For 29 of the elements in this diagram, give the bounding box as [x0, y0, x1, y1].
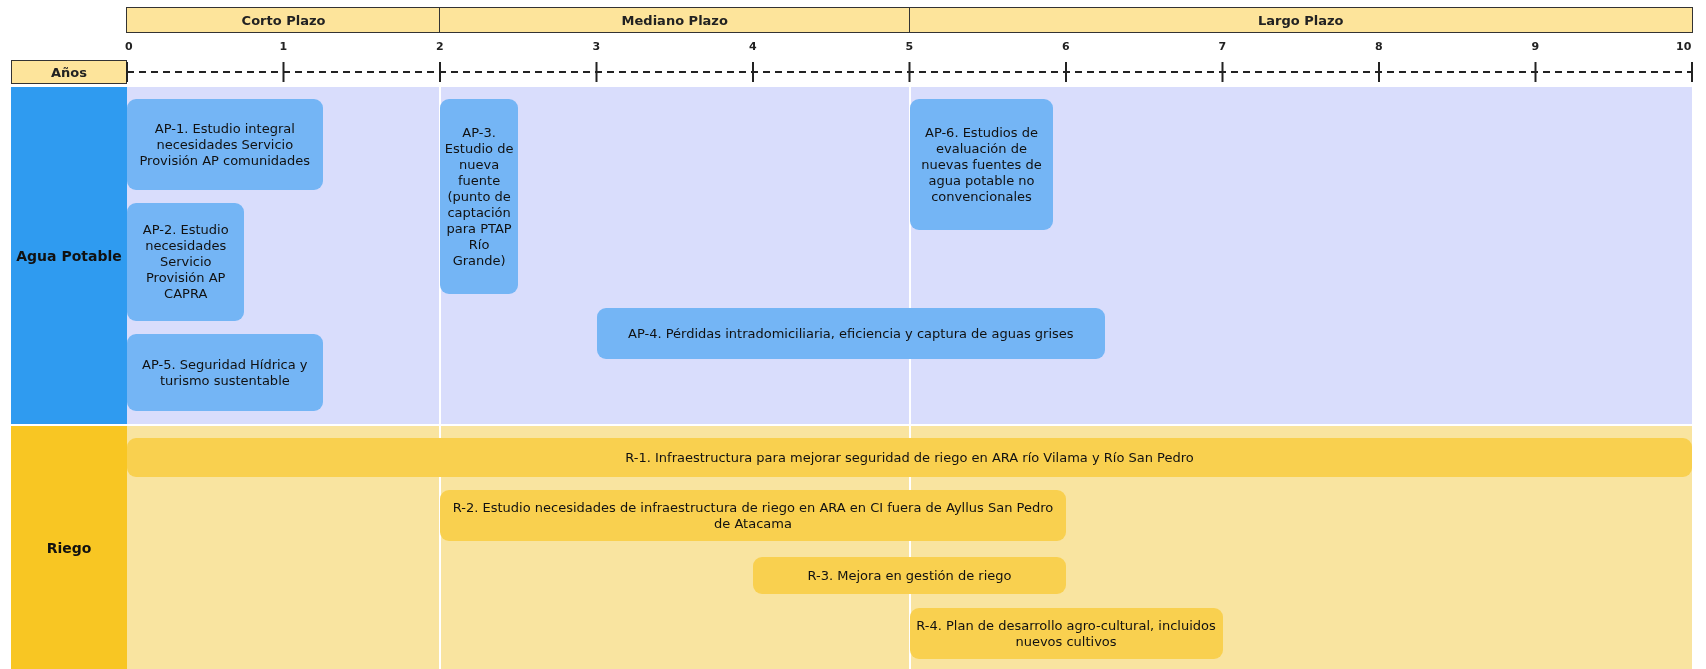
- task-bar: AP-4. Pérdidas intradomiciliaria, eficiencia y captura de aguas grises: [596, 308, 1106, 359]
- tick-label: 6: [1062, 40, 1070, 53]
- tick-label: 0: [125, 40, 133, 53]
- task-bar: AP-5. Seguridad Hídrica y turismo sustentable: [127, 334, 323, 411]
- phase-header: Largo Plazo: [908, 7, 1693, 33]
- lane-header: Riego: [11, 426, 127, 669]
- lane-header: Agua Potable: [11, 87, 127, 424]
- row-header: Años: [11, 60, 127, 84]
- tick-label: 3: [592, 40, 601, 53]
- task-bar: R-1. Infraestructura para mejorar seguridad de riego en ARA río Vilama y Río San Pedro: [127, 438, 1692, 477]
- phase-header: Mediano Plazo: [439, 7, 911, 33]
- tick-label: 8: [1375, 40, 1383, 53]
- task-bar: R-2. Estudio necesidades de infraestructura de riego en ARA en CI fuera de Ayllus San Pedro de Atacama: [440, 490, 1066, 541]
- swimlane-background: [11, 426, 1692, 669]
- tick-label: 2: [436, 40, 444, 53]
- tick-label: 9: [1531, 40, 1540, 53]
- task-bar: AP-2. Estudio necesidades Servicio Provisión AP CAPRA: [127, 203, 245, 321]
- task-bar: AP-1. Estudio integral necesidades Servicio Provisión AP comunidades: [127, 99, 323, 190]
- task-bar: R-3. Mejora en gestión de riego: [753, 557, 1066, 594]
- tick-label: 4: [749, 40, 757, 53]
- tick-label: 5: [905, 40, 914, 53]
- task-bar: R-4. Plan de desarrollo agro-cultural, incluidos nuevos cultivos: [909, 608, 1223, 659]
- swimlane-background: [11, 87, 1692, 424]
- task-bar: AP-6. Estudios de evaluación de nuevas fuentes de agua potable no convencionales: [909, 99, 1054, 230]
- tick-label: 10: [1676, 40, 1692, 53]
- tick-label: 1: [279, 40, 288, 53]
- tick-label: 7: [1218, 40, 1227, 53]
- task-bar: AP-3. Estudio de nueva fuente (punto de captación para PTAP Río Grande): [440, 99, 519, 294]
- phase-header: Corto Plazo: [126, 7, 441, 33]
